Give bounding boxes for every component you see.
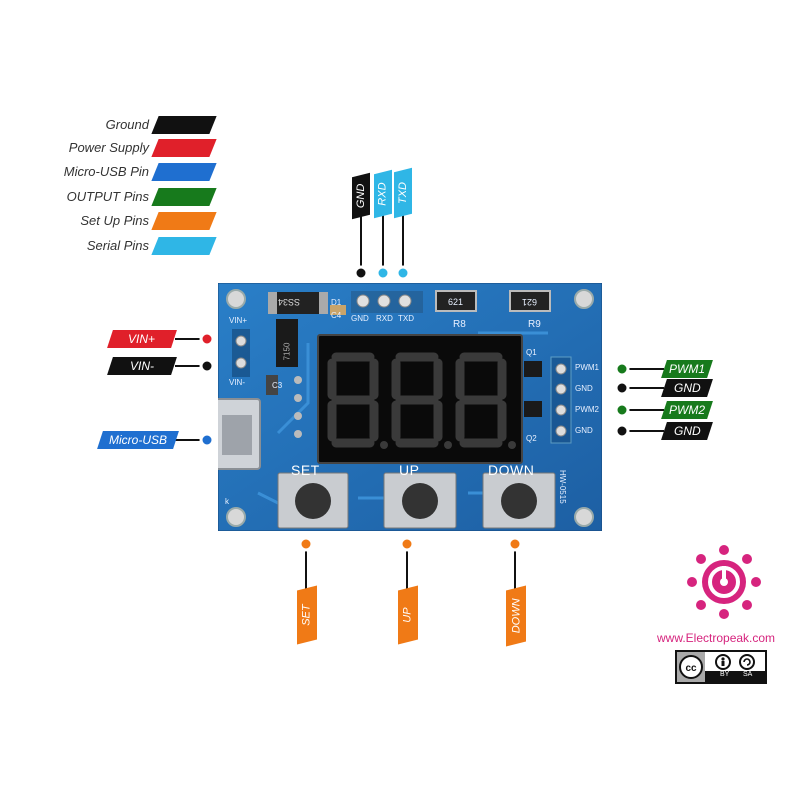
legend-label-ground: Ground bbox=[105, 117, 149, 132]
silk-vin-minus: VIN- bbox=[229, 378, 245, 387]
silk-k: k bbox=[225, 497, 229, 506]
silk-gnd1: GND bbox=[575, 384, 593, 393]
silk-r8-value: 621 bbox=[448, 297, 464, 307]
legend-label-output: OUTPUT Pins bbox=[66, 189, 149, 204]
silk-txd: TXD bbox=[398, 314, 414, 323]
electropeak-logo-icon bbox=[687, 545, 761, 619]
silk-r9: R9 bbox=[528, 319, 541, 330]
silk-rxd: RXD bbox=[376, 314, 393, 323]
silk-d1: D1 bbox=[331, 298, 342, 307]
legend-label-setup: Set Up Pins bbox=[80, 213, 149, 228]
cc-license-badge: cc BY SA bbox=[675, 650, 767, 684]
cc-sa-label: SA bbox=[743, 671, 753, 678]
legend-label-usb: Micro-USB Pin bbox=[63, 164, 149, 179]
brand-url: www.Electropeak.com bbox=[657, 631, 776, 645]
silk-pwm2: PWM2 bbox=[575, 405, 599, 414]
silk-r8: R8 bbox=[453, 319, 466, 330]
board-button-label-set: SET bbox=[291, 462, 320, 478]
cc-icons: cc bbox=[677, 652, 765, 682]
cc-by-label: BY bbox=[720, 671, 730, 678]
legend-label-serial: Serial Pins bbox=[86, 238, 149, 253]
silk-vin-plus: VIN+ bbox=[229, 316, 248, 325]
silk-pwm1: PWM1 bbox=[575, 363, 599, 372]
silk-q1: Q1 bbox=[526, 348, 537, 357]
board-button-label-down: DOWN bbox=[488, 462, 535, 478]
board-button-label-up: UP bbox=[399, 462, 420, 478]
legend-label-power: Power Supply bbox=[68, 140, 149, 155]
silk-c3: C3 bbox=[272, 381, 283, 390]
seven-segment-display bbox=[327, 352, 516, 449]
silk-gnd: GND bbox=[351, 314, 369, 323]
silk-gnd2: GND bbox=[575, 426, 593, 435]
silk-q2: Q2 bbox=[526, 434, 537, 443]
svg-text:cc: cc bbox=[685, 663, 697, 674]
silk-c4: C4 bbox=[331, 311, 342, 320]
